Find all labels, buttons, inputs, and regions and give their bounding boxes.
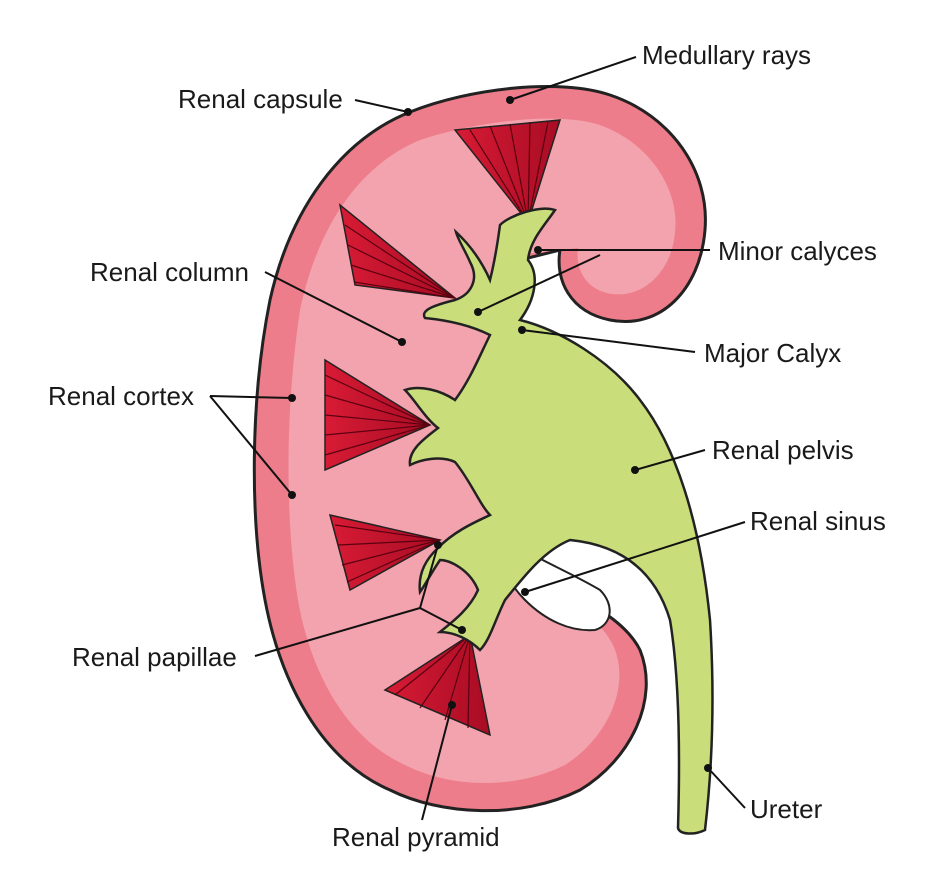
pyramid-upper-left — [338, 203, 458, 300]
label-medullary-rays: Medullary rays — [642, 40, 811, 70]
label-renal-papillae: Renal papillae — [72, 642, 237, 672]
label-ureter: Ureter — [750, 794, 823, 824]
label-renal-pelvis: Renal pelvis — [712, 435, 854, 465]
label-renal-pyramid: Renal pyramid — [332, 822, 500, 852]
label-renal-column: Renal column — [90, 257, 249, 287]
label-renal-sinus: Renal sinus — [750, 506, 886, 536]
pyramid-bottom — [383, 633, 492, 737]
label-renal-cortex: Renal cortex — [48, 381, 194, 411]
renal-pelvis — [402, 207, 714, 835]
leader-lines — [209, 56, 746, 821]
label-minor-calyces: Minor calyces — [718, 236, 877, 266]
pyramid-lower-left — [328, 513, 443, 592]
label-major-calyx: Major Calyx — [704, 338, 841, 368]
label-renal-capsule: Renal capsule — [178, 84, 343, 114]
labels: Medullary rays Renal capsule Minor calyc… — [48, 40, 886, 852]
